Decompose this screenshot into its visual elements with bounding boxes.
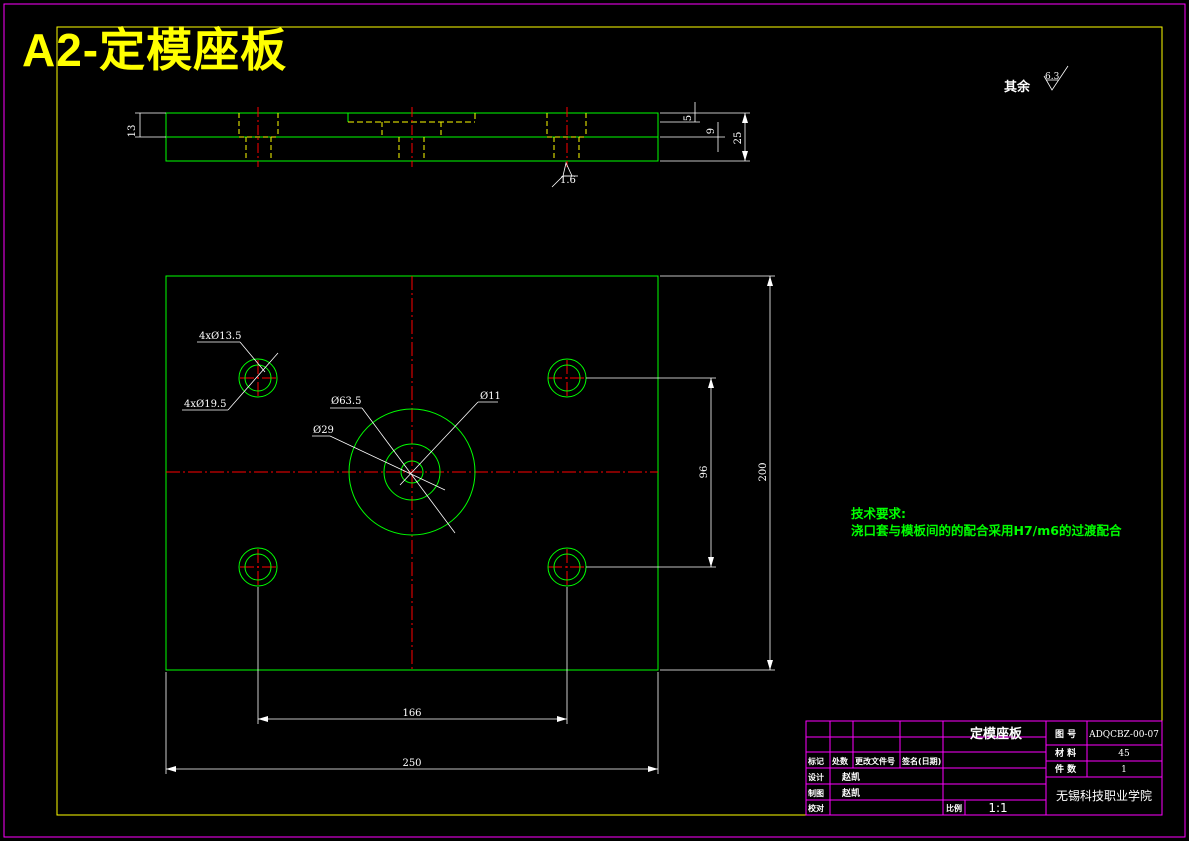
section-view	[135, 102, 750, 188]
tb-part-name: 定模座板	[969, 726, 1023, 742]
notes-heading: 技术要求:	[851, 506, 906, 521]
notes-line-1: 浇口套与模板间的的配合采用H7/m6的过渡配合	[851, 523, 1122, 538]
tb-drawing-no: ADQCBZ-00-07	[1088, 730, 1159, 740]
tb-draft-label: 制图	[808, 788, 824, 798]
inner-border	[56, 26, 1163, 816]
tb-designer: 赵凯	[841, 771, 860, 783]
tb-design-label: 设计	[808, 772, 824, 782]
dim-d63: Ø63.5	[331, 396, 361, 407]
tb-quantity: 1	[1121, 765, 1127, 775]
title-block	[805, 720, 1163, 816]
tb-scale: 1:1	[988, 801, 1007, 815]
roughness-default: 6.3	[1045, 72, 1060, 82]
dim-96: 96	[699, 466, 710, 479]
dim-9: 9	[706, 128, 717, 134]
dim-5: 5	[683, 115, 694, 121]
roughness-local: 1.6	[560, 175, 576, 186]
roughness-symbol	[1043, 65, 1069, 91]
tb-col-count: 处数	[831, 756, 849, 766]
tb-col-doc: 更改文件号	[855, 756, 895, 766]
dim-166: 166	[402, 708, 421, 719]
tb-drafter: 赵凯	[841, 787, 860, 799]
tb-col-sign: 签名(日期)	[901, 756, 941, 766]
dim-d29: Ø29	[313, 425, 334, 436]
sheet-title: A2-定模座板	[22, 24, 288, 76]
tb-school: 无锡科技职业学院	[1056, 788, 1152, 803]
tb-drawing-no-label: 图 号	[1055, 729, 1076, 740]
dim-13: 13	[127, 125, 138, 138]
tb-check-label: 校对	[808, 803, 824, 813]
dim-200: 200	[758, 462, 769, 481]
dim-250: 250	[402, 758, 421, 769]
roughness-note: 其余	[1004, 80, 1031, 95]
dim-25: 25	[733, 132, 744, 145]
tb-material-label: 材 料	[1054, 747, 1076, 759]
outer-border	[3, 3, 1186, 838]
tb-material: 45	[1118, 749, 1130, 759]
tb-col-mark: 标记	[807, 756, 824, 766]
tb-scale-label: 比例	[946, 803, 962, 813]
plan-view	[165, 113, 775, 774]
tb-quantity-label: 件 数	[1055, 763, 1077, 775]
dim-hole-small: 4xØ13.5	[199, 331, 241, 342]
dim-d11: Ø11	[480, 391, 501, 402]
technical-notes: 技术要求: 浇口套与模板间的的配合采用H7/m6的过渡配合	[851, 505, 1121, 539]
dim-hole-large: 4xØ19.5	[184, 399, 226, 410]
